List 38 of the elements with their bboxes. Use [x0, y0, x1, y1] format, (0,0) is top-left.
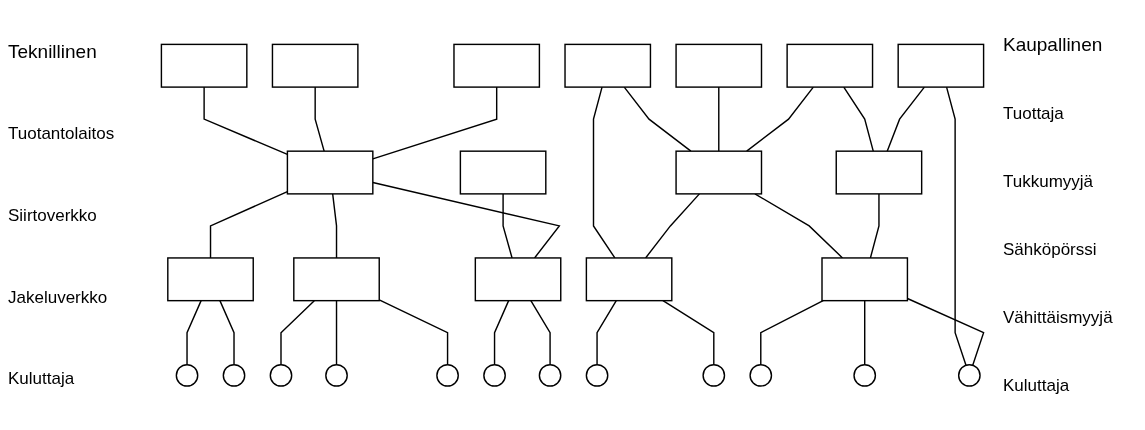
connector [945, 86, 967, 366]
connector [219, 299, 235, 366]
level-label: Siirtoverkko [8, 206, 98, 226]
connector [502, 192, 513, 259]
level-label: Kuluttaja [1003, 376, 1071, 396]
connector [372, 86, 498, 160]
connector [843, 86, 874, 152]
connector [493, 299, 510, 366]
level-label: Vähittäismyyjä [1003, 308, 1114, 328]
connector [335, 299, 338, 366]
diagram-heading: Teknillinen [8, 40, 98, 63]
connector [746, 86, 815, 152]
connector [760, 299, 824, 366]
connector [280, 299, 315, 366]
connector [530, 299, 551, 366]
connector [596, 299, 617, 366]
connector [886, 86, 926, 152]
connector [378, 298, 449, 366]
connector [754, 192, 844, 259]
connector [644, 192, 701, 259]
level-label: Tuottaja [1003, 104, 1065, 124]
level-label: Kuluttaja [8, 369, 76, 390]
level-label: Jakeluverkko [8, 287, 109, 308]
connector [718, 86, 720, 152]
connector [869, 192, 880, 259]
connector [209, 190, 289, 259]
connector [662, 299, 715, 366]
connector [864, 299, 866, 366]
connector [186, 299, 202, 366]
connector [592, 86, 616, 259]
diagram-heading: Kaupallinen [1003, 34, 1104, 56]
connector [331, 192, 338, 259]
level-label: Tuotantolaitos [8, 124, 116, 145]
connector [372, 181, 561, 259]
connector [623, 86, 692, 152]
level-label: Tukkumyyjä [1003, 172, 1095, 192]
level-label: Sähköpörssi [1003, 240, 1098, 260]
connector [314, 86, 325, 152]
